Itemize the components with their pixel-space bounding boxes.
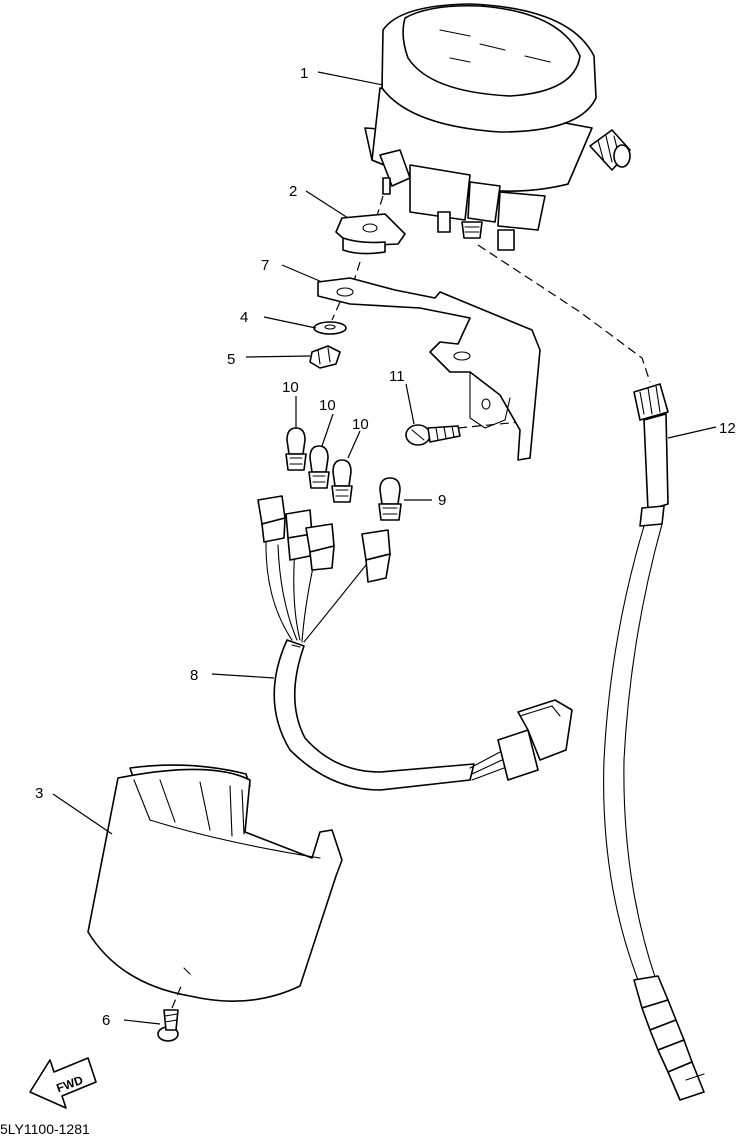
callout-12: 12 bbox=[719, 420, 736, 437]
callout-6: 6 bbox=[102, 1012, 110, 1029]
callout-4: 4 bbox=[240, 309, 248, 326]
meter-assembly bbox=[364, 3, 631, 251]
leader-lines bbox=[52, 71, 717, 1025]
callout-labels: 1 2 3 4 5 6 7 8 9 10 10 10 11 12 bbox=[35, 65, 736, 1029]
tapping-screw bbox=[157, 983, 183, 1042]
callout-10-a: 10 bbox=[282, 379, 299, 396]
screw bbox=[405, 424, 461, 446]
callout-8: 8 bbox=[190, 667, 198, 684]
callout-1: 1 bbox=[300, 65, 308, 82]
guide-line-screw bbox=[457, 421, 521, 429]
callout-11: 11 bbox=[389, 368, 405, 385]
callout-7: 7 bbox=[261, 257, 269, 274]
speedometer-cable bbox=[603, 383, 705, 1101]
guide-line-cable bbox=[477, 244, 651, 383]
callout-3: 3 bbox=[35, 785, 43, 802]
bulbs bbox=[285, 427, 402, 521]
bulb bbox=[285, 427, 307, 471]
nut bbox=[309, 345, 341, 369]
callout-10-c: 10 bbox=[352, 416, 369, 433]
bracket bbox=[317, 277, 541, 461]
bulb bbox=[308, 445, 330, 489]
forward-arrow-icon: FWD bbox=[29, 1057, 97, 1109]
callout-5: 5 bbox=[227, 351, 235, 368]
drawing-code: 5LY1100-1281 bbox=[0, 1121, 90, 1137]
callout-10-b: 10 bbox=[319, 397, 336, 414]
callout-2: 2 bbox=[289, 183, 297, 200]
meter-cover bbox=[87, 764, 343, 1002]
wiring-harness bbox=[257, 495, 573, 791]
bulb bbox=[331, 459, 353, 503]
grommet bbox=[335, 213, 406, 255]
washer bbox=[313, 321, 347, 335]
callout-9: 9 bbox=[438, 492, 446, 509]
bulb bbox=[378, 477, 402, 521]
